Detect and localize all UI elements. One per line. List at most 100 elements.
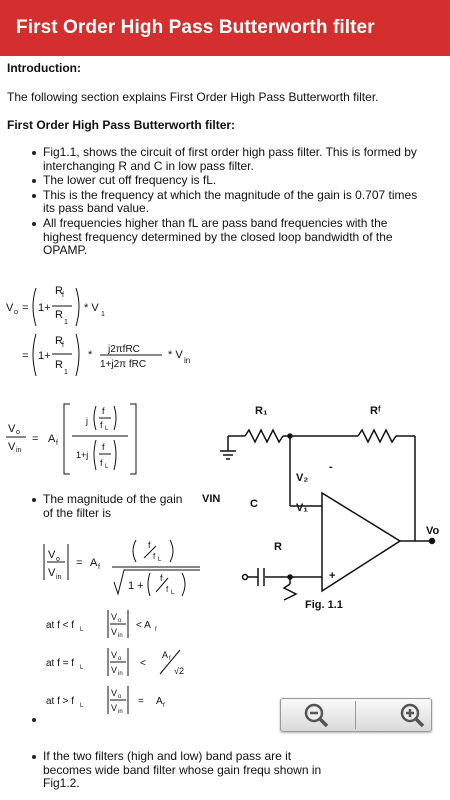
svg-text:o: o	[56, 556, 60, 563]
svg-text:in: in	[184, 356, 190, 365]
svg-text:=: =	[22, 350, 28, 362]
svg-text:R: R	[55, 335, 63, 347]
svg-text:1+: 1+	[38, 302, 51, 314]
svg-text:in: in	[118, 709, 123, 715]
svg-text:< A: < A	[136, 620, 151, 631]
svg-text:f: f	[102, 442, 105, 452]
svg-text:V: V	[8, 423, 16, 435]
label-v2: V₂	[296, 472, 309, 484]
label-v1: V₁	[296, 502, 308, 514]
label-plus: +	[329, 570, 336, 582]
svg-text:V: V	[6, 302, 14, 314]
svg-text:L: L	[80, 703, 84, 709]
svg-text:V: V	[111, 688, 117, 698]
svg-text:o: o	[118, 694, 122, 700]
svg-text:f: f	[169, 656, 171, 662]
svg-text:1: 1	[64, 319, 68, 326]
svg-text:in: in	[56, 574, 62, 581]
svg-text:o: o	[16, 429, 20, 436]
article-content[interactable]: Introduction: The following section expl…	[0, 56, 450, 800]
svg-text:A: A	[90, 557, 98, 569]
svg-text:A: A	[162, 650, 168, 660]
svg-text:=: =	[22, 302, 28, 314]
svg-text:R: R	[55, 309, 63, 321]
svg-text:in: in	[16, 447, 22, 454]
svg-text:V: V	[111, 612, 117, 622]
svg-text:f: f	[153, 552, 156, 561]
svg-text:f: f	[100, 458, 103, 468]
svg-text:at f > f: at f > f	[46, 696, 74, 707]
svg-text:in: in	[118, 671, 123, 677]
svg-text:* V: * V	[84, 302, 99, 314]
svg-text:R: R	[55, 285, 63, 297]
svg-text:L: L	[105, 426, 109, 432]
svg-text:f: f	[62, 342, 64, 349]
svg-text:1+j2π fRC: 1+j2π fRC	[100, 359, 146, 370]
svg-text:L: L	[105, 464, 109, 470]
svg-text:<: <	[140, 658, 146, 669]
svg-text:f: f	[56, 440, 58, 447]
svg-text:L: L	[80, 665, 84, 671]
label-r1: R₁	[255, 405, 268, 417]
bullet-list: Fig1.1, shows the circuit of first order…	[32, 145, 424, 259]
svg-text:L: L	[158, 557, 162, 563]
svg-text:f: f	[148, 540, 151, 550]
figure-caption: Fig. 1.1	[305, 599, 343, 611]
svg-text:f: f	[160, 573, 163, 583]
svg-text:o: o	[14, 309, 18, 316]
svg-text:1 +: 1 +	[128, 580, 144, 592]
svg-text:1+j: 1+j	[76, 450, 88, 460]
svg-text:f: f	[155, 627, 157, 633]
svg-text:V: V	[48, 567, 56, 579]
svg-text:L: L	[80, 627, 84, 633]
svg-text:V: V	[111, 665, 117, 675]
svg-text:j: j	[85, 416, 88, 426]
svg-text:o: o	[118, 656, 122, 662]
svg-text:1: 1	[101, 311, 105, 318]
intro-heading: Introduction:	[7, 61, 81, 75]
svg-text:√2: √2	[174, 666, 184, 676]
svg-text:V: V	[111, 703, 117, 713]
zoom-controls	[280, 698, 432, 732]
list-item: The lower cut off frequency is fL.	[32, 174, 424, 188]
svg-text:=: =	[32, 433, 38, 445]
circuit-diagram	[220, 428, 436, 601]
svg-text:f: f	[166, 585, 169, 594]
svg-text:o: o	[118, 618, 122, 624]
zoom-in-icon[interactable]	[399, 702, 425, 728]
label-vin: VIN	[202, 493, 221, 505]
svg-text:A: A	[48, 433, 56, 445]
list-item: Fig1.1, shows the circuit of first order…	[32, 145, 424, 173]
svg-text:V: V	[111, 650, 117, 660]
svg-text:f: f	[163, 703, 165, 709]
svg-text:V: V	[8, 441, 16, 453]
svg-text:at f = f: at f = f	[46, 658, 74, 669]
svg-text:f: f	[98, 564, 100, 571]
list-item: The magnitude of the gain of the filter …	[32, 492, 192, 520]
list-item: This is the frequency at which the magni…	[32, 188, 424, 216]
svg-text:* V: * V	[168, 349, 183, 361]
svg-text:V: V	[111, 627, 117, 637]
svg-text:V: V	[48, 549, 56, 561]
svg-text:L: L	[171, 590, 175, 596]
label-c: C	[250, 498, 258, 510]
svg-text:1: 1	[64, 369, 68, 376]
svg-text:at f < f: at f < f	[46, 620, 74, 631]
svg-text:A: A	[156, 696, 163, 707]
zoom-out-icon[interactable]	[303, 702, 329, 728]
svg-text:R: R	[55, 359, 63, 371]
svg-text:f: f	[102, 406, 105, 416]
svg-text:1+: 1+	[38, 350, 51, 362]
svg-text:f: f	[100, 420, 103, 430]
svg-text:=: =	[138, 696, 144, 707]
list-item: If the two filters (high and low) band p…	[32, 749, 332, 791]
page-title: First Order High Pass Butterworth filter	[16, 17, 375, 38]
label-rf: Rᶠ	[370, 405, 381, 417]
svg-text:=: =	[76, 557, 82, 569]
svg-text:f: f	[62, 292, 64, 299]
section-heading: First Order High Pass Butterworth filter…	[7, 118, 236, 132]
